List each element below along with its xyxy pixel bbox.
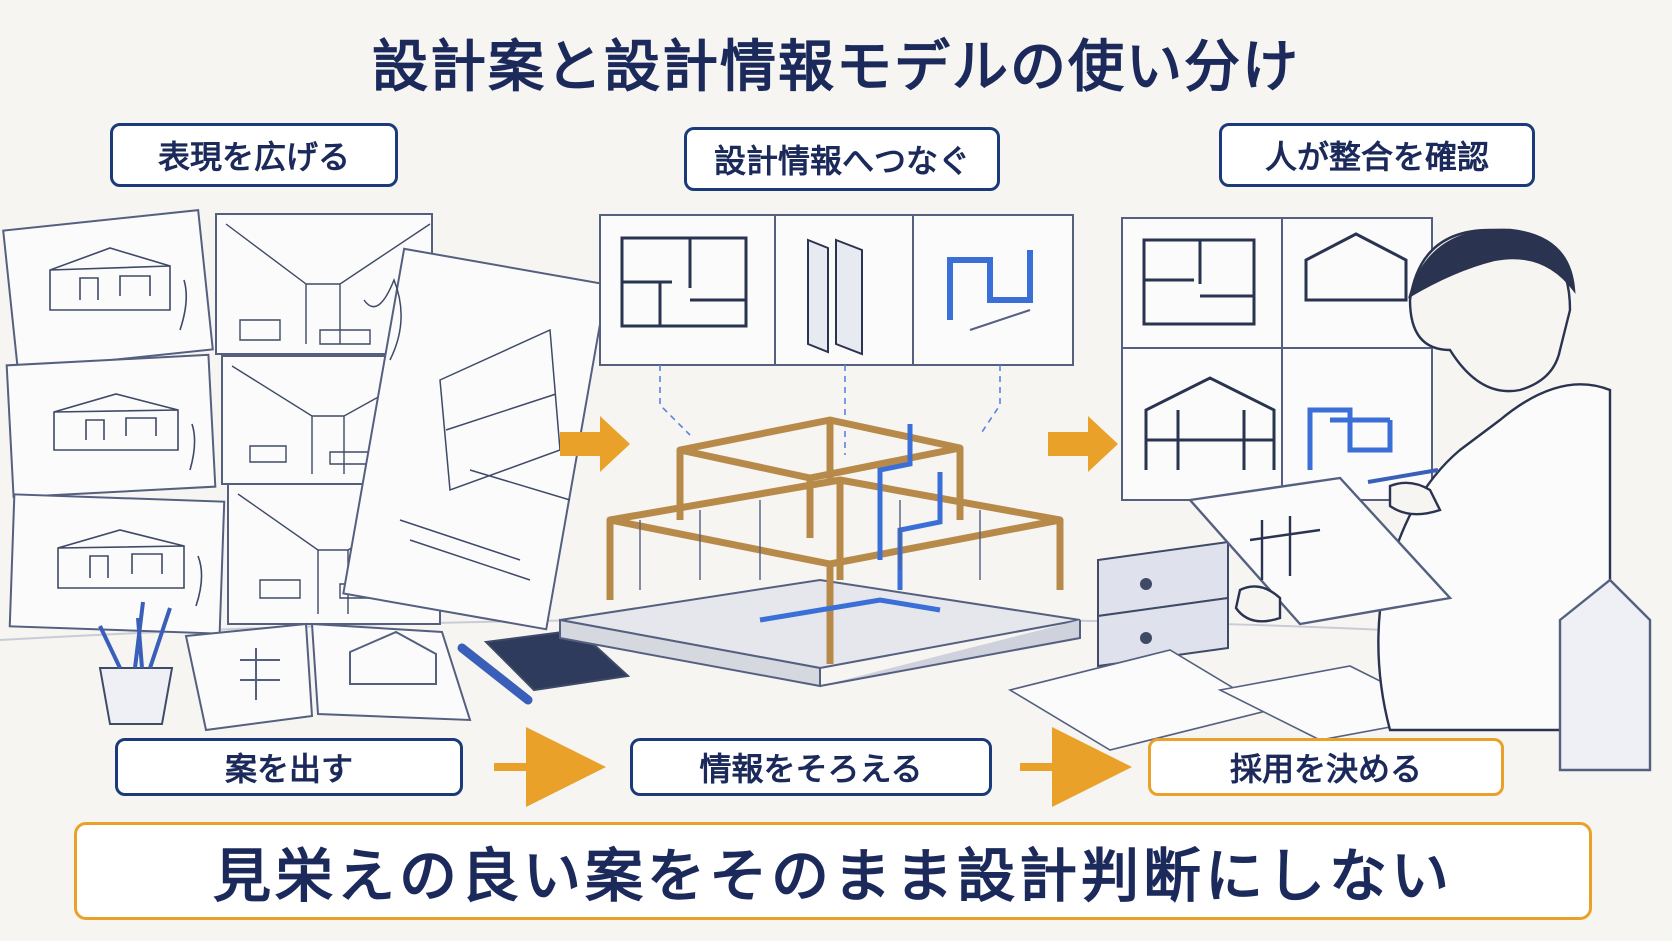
step-bottom-decide: 採用を決める [1148,738,1504,796]
conclusion-banner: 見栄えの良い案をそのまま設計判断にしない [74,822,1592,920]
step-bottom-propose: 案を出す [115,738,463,796]
step-top-check: 人が整合を確認 [1219,123,1535,187]
pen-icon [457,643,533,705]
house-sketch-icon [2,209,226,635]
binder-icon [1097,540,1229,668]
step-top-connect: 設計情報へつなぐ [684,127,1000,191]
open-book-icon [184,622,472,732]
wall-section-icon [807,238,863,356]
floor-plan-icon [620,236,748,328]
page-title: 設計案と設計情報モデルの使い分け [372,35,1300,100]
arrow-right-icon [560,416,1118,472]
building-model-icon [559,416,1081,688]
step-bottom-align: 情報をそろえる [630,738,992,796]
person-reviewing-icon [1187,228,1652,772]
pipe-3d-icon [947,250,1033,331]
step-top-expand: 表現を広げる [110,123,398,187]
pencil-cup-icon [98,601,174,725]
